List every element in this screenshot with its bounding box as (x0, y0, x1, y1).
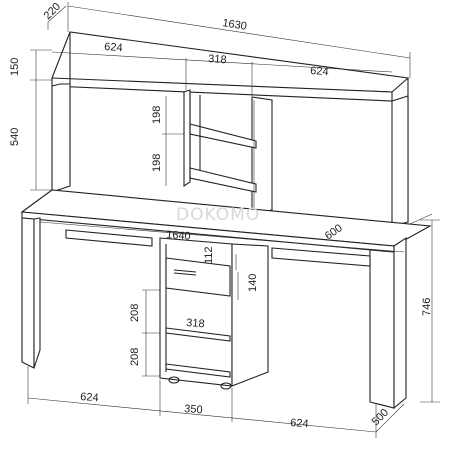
dim-desk-height: 746 (421, 298, 433, 316)
dim-drawer-gap: 140 (247, 274, 259, 292)
watermark: DOKOMO (176, 205, 260, 225)
left-leg (21, 217, 153, 369)
superstructure (51, 31, 410, 227)
dim-cab-inner-w: 318 (186, 317, 205, 330)
dim-height-top: 150 (9, 58, 21, 76)
dim-shelf-h1: 198 (151, 106, 163, 124)
dim-bottom-right: 624 (290, 417, 309, 430)
dim-width-top: 1630 (222, 17, 248, 33)
dim-bottom-mid: 350 (184, 403, 203, 416)
dimension-lines (27, 2, 440, 438)
dim-shelf-left: 624 (104, 41, 123, 54)
right-leg (271, 236, 407, 410)
dim-bottom-depth: 500 (370, 407, 391, 428)
dim-depth-top: 220 (42, 1, 63, 22)
dim-shelf-h2: 198 (151, 154, 163, 172)
dimension-labels: 220 1630 624 318 624 150 540 198 198 600… (9, 1, 433, 431)
center-cabinet (159, 237, 269, 390)
drawer (165, 257, 231, 297)
desk-top (20, 189, 432, 253)
dim-desk-width: 1640 (166, 229, 191, 243)
dim-drawer-h: 112 (203, 246, 215, 264)
dim-cab-h2: 208 (129, 348, 141, 366)
dim-shelf-mid: 318 (208, 53, 227, 66)
dim-cab-h1: 208 (129, 304, 141, 322)
dim-height-super: 540 (9, 128, 21, 146)
dim-shelf-right: 624 (310, 65, 329, 78)
dim-bottom-left: 624 (80, 391, 99, 404)
